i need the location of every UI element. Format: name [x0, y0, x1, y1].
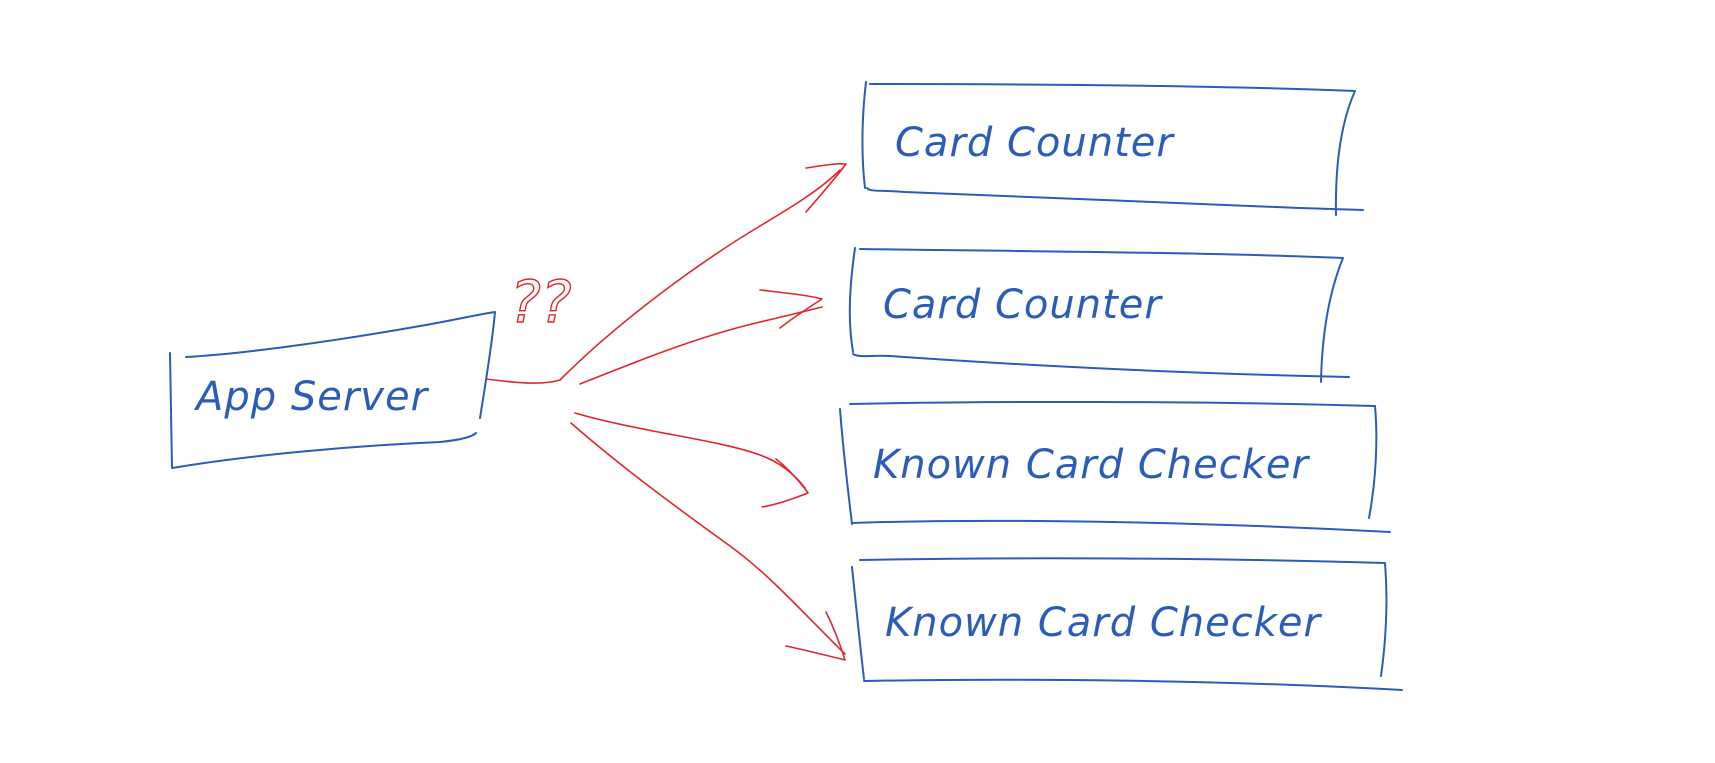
edge-to-known-card-checker-2 — [570, 422, 846, 655]
app-server-box — [169, 311, 496, 469]
card-counter-node-1: Card Counter — [861, 81, 1364, 216]
known-card-checker-box-1 — [839, 400, 1391, 533]
known-card-checker-box-2 — [851, 557, 1403, 691]
card-counter-label-2: Card Counter — [883, 282, 1163, 328]
known-card-checker-label-2: Known Card Checker — [885, 600, 1322, 646]
app-server-label: App Server — [193, 374, 430, 420]
card-counter-box-1 — [861, 81, 1364, 216]
known-card-checker-node-1: Known Card Checker — [839, 400, 1391, 533]
arrowhead-known-card-checker-1 — [761, 458, 809, 508]
arrowhead-known-card-checker-2 — [785, 611, 846, 661]
edge-to-known-card-checker-1 — [574, 412, 806, 489]
arrowhead-card-counter-1 — [805, 163, 847, 213]
app-server-node: App Server — [169, 311, 496, 469]
known-card-checker-node-2: Known Card Checker — [851, 557, 1403, 691]
question-marks-annotation: ?? — [510, 268, 572, 336]
edge-to-card-counter-2 — [579, 306, 823, 385]
edge-to-card-counter-1 — [485, 169, 841, 384]
card-counter-node-2: Card Counter — [848, 247, 1350, 383]
edges — [485, 163, 847, 661]
card-counter-label-1: Card Counter — [895, 120, 1175, 166]
card-counter-box-2 — [848, 247, 1350, 383]
arrowhead-card-counter-2 — [759, 289, 823, 329]
known-card-checker-label-1: Known Card Checker — [873, 442, 1310, 488]
